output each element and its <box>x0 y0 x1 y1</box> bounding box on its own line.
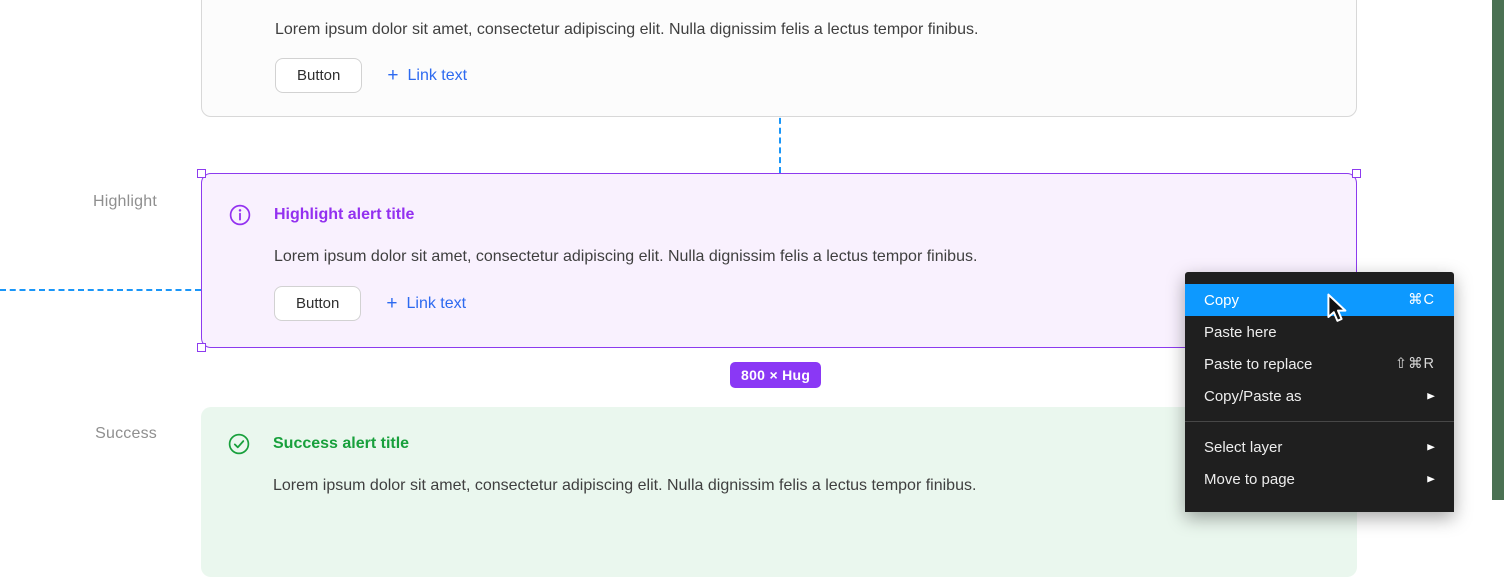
alert-button[interactable]: Button <box>274 286 362 321</box>
menu-separator <box>1185 421 1454 422</box>
alert-card-top-partial[interactable]: Lorem ipsum dolor sit amet, consectetur … <box>201 0 1357 117</box>
canvas-label-highlight[interactable]: Highlight <box>92 193 157 210</box>
menu-item-shortcut: ⌘C <box>1408 292 1435 308</box>
menu-item-paste-here[interactable]: Paste here <box>1185 316 1454 348</box>
alert-link[interactable]: + Link text <box>387 64 468 86</box>
alert-title: Highlight alert title <box>274 206 415 223</box>
menu-item-label: Copy/Paste as <box>1204 387 1302 405</box>
selection-handle-top-right[interactable] <box>1352 169 1361 178</box>
menu-item-label: Paste to replace <box>1204 355 1313 373</box>
plus-icon: + <box>386 292 398 314</box>
menu-item-move-to-page[interactable]: Move to page ▶ <box>1185 463 1454 495</box>
menu-item-select-layer[interactable]: Select layer ▶ <box>1185 431 1454 463</box>
menu-item-copy-paste-as[interactable]: Copy/Paste as ▶ <box>1185 380 1454 412</box>
canvas-label-success[interactable]: Success <box>95 425 157 442</box>
horizontal-guide-line <box>0 289 201 291</box>
submenu-arrow-icon: ▶ <box>1427 391 1435 401</box>
menu-item-label: Paste here <box>1204 323 1277 341</box>
info-circle-icon <box>229 204 251 226</box>
alert-link[interactable]: + Link text <box>386 292 467 314</box>
menu-item-copy[interactable]: Copy ⌘C <box>1185 284 1454 316</box>
menu-item-label: Select layer <box>1204 438 1283 456</box>
menu-item-label: Move to page <box>1204 470 1295 488</box>
selection-handle-bottom-left[interactable] <box>197 343 206 352</box>
link-label: Link text <box>406 294 467 312</box>
link-label: Link text <box>407 66 468 84</box>
menu-item-shortcut: ⇧⌘R <box>1394 356 1435 372</box>
alert-body-text: Lorem ipsum dolor sit amet, consectetur … <box>274 248 978 265</box>
alert-body-text: Lorem ipsum dolor sit amet, consectetur … <box>273 477 977 494</box>
selection-handle-top-left[interactable] <box>197 169 206 178</box>
alert-card-success[interactable]: Success alert title Lorem ipsum dolor si… <box>201 407 1357 577</box>
alert-body-text: Lorem ipsum dolor sit amet, consectetur … <box>275 21 979 38</box>
alert-button[interactable]: Button <box>275 58 363 93</box>
alert-card-highlight[interactable]: Highlight alert title Lorem ipsum dolor … <box>201 173 1357 348</box>
right-edge-panel-strip <box>1492 0 1504 500</box>
submenu-arrow-icon: ▶ <box>1427 474 1435 484</box>
menu-item-paste-to-replace[interactable]: Paste to replace ⇧⌘R <box>1185 348 1454 380</box>
size-badge: 800 × Hug <box>730 362 822 388</box>
plus-icon: + <box>387 64 399 86</box>
menu-item-label: Copy <box>1204 291 1240 309</box>
alert-title: Success alert title <box>273 435 410 452</box>
context-menu: Copy ⌘C Paste here Paste to replace ⇧⌘R … <box>1185 272 1454 512</box>
check-circle-icon <box>228 433 250 455</box>
submenu-arrow-icon: ▶ <box>1427 442 1435 452</box>
